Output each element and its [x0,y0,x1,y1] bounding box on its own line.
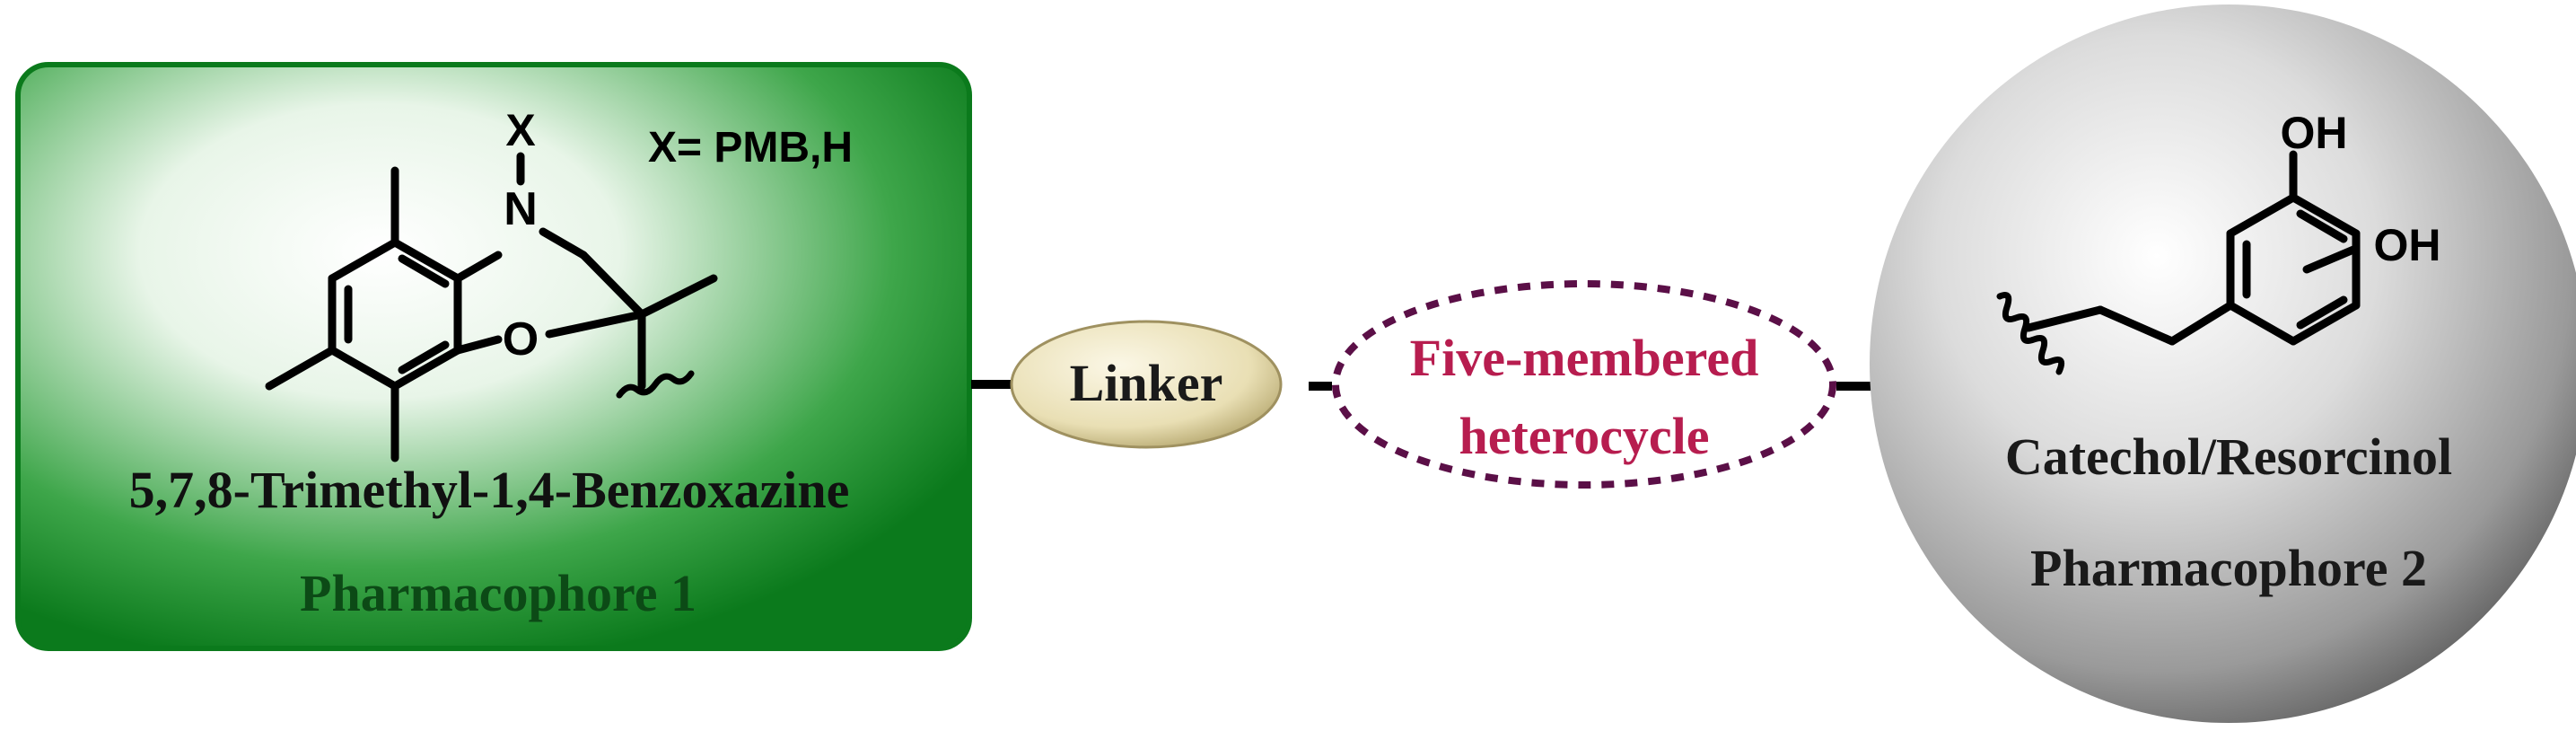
linker-label: Linker [1070,354,1223,412]
bond [265,346,337,391]
heterocycle-line-2: heterocycle [1459,407,1709,465]
bond [545,310,646,339]
substituent-note: X= PMB,H [648,124,853,172]
pharmacophore-1-name: 5,7,8-Trimethyl-1,4-Benzoxazine [129,461,850,519]
bond [2226,301,2298,346]
bond [579,251,646,319]
pharmacophore-2-label: Pharmacophore 2 [2030,539,2427,597]
pharmacophore-1-label: Pharmacophore 1 [300,564,697,622]
bond [2168,301,2235,346]
bond [398,254,450,288]
atom-oh-2: OH [2374,220,2441,270]
atom-o: O [503,313,539,366]
atom-n: N [504,183,538,235]
atom-x: X [505,105,535,155]
linker-ellipse [1010,320,1283,449]
bond [328,238,399,283]
bond [2302,245,2358,274]
bond [616,370,695,399]
bond [2289,193,2361,238]
pharmacophore-1-background [15,62,972,651]
bond [453,335,503,355]
heterocycle-line-1: Five-membered [1410,329,1759,387]
bond [390,238,462,283]
bond [2226,193,2298,238]
pharmacophore-2-background [1870,4,2576,723]
bond [1996,292,2065,375]
bond [328,346,399,391]
bond [453,251,503,283]
bond [2096,305,2177,346]
bond [398,340,450,374]
linker-node: Linker [1010,320,1283,449]
heterocycle-ellipse [1332,280,1836,489]
pharmacophore-1-box: X N O X= PMB,H 5,7,8-Trimethyl-1,4-Benzo… [15,62,972,651]
pharmacophore-2-name: Catechol/Resorcinol [2005,427,2452,486]
benzoxazine-structure [265,152,718,462]
bond [2296,295,2348,330]
bond [2024,305,2105,332]
atom-oh-1: OH [2281,108,2348,158]
bond [2289,301,2361,346]
bond [539,227,588,260]
heterocycle-node: Five-membered heterocycle [1332,280,1836,489]
bond [2296,209,2348,243]
catechol-structure [1996,150,2361,375]
pharmacophore-2-sphere: OH OH Catechol/Resorcinol Pharmacophore … [1870,4,2576,723]
bond [390,346,462,391]
bond [637,274,718,319]
